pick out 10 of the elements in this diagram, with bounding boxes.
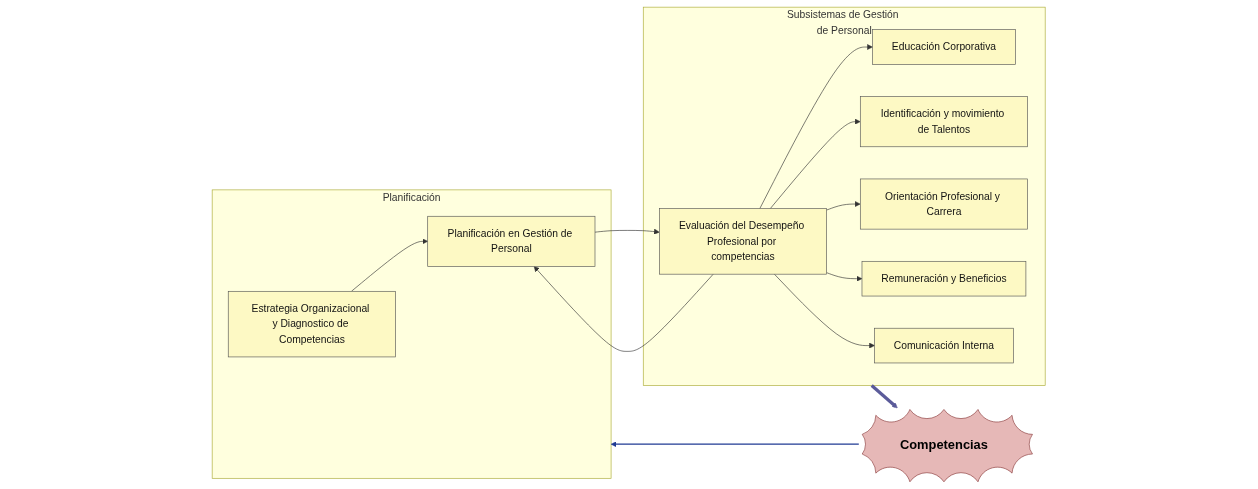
arrow (870, 384, 898, 409)
node-box: Identificación y movimiento de Talentos (860, 96, 1029, 148)
node-box: Remuneración y Beneficios (862, 261, 1027, 297)
node-box: Educación Corporativa (872, 29, 1016, 65)
node-box: Comunicación Interna (874, 327, 1014, 364)
node-box: Estrategia Organizacional y Diagnostico de Competencias (228, 291, 397, 358)
node-box: Planificación en Gestión de Personal (427, 215, 596, 267)
arrow (611, 441, 860, 448)
node-box: Orientación Profesional y Carrera (860, 178, 1029, 230)
node-box: Evaluación del Desempeño Profesional por competencias (659, 208, 828, 275)
